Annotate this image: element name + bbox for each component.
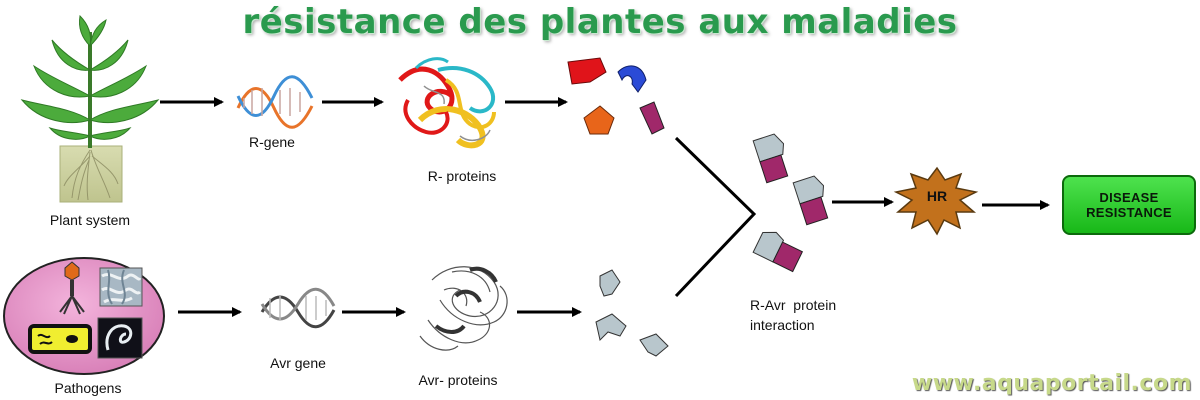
- bacterium-icon: [28, 324, 92, 354]
- avr-shape-1: [599, 269, 621, 297]
- interaction-label-line1: R-Avr protein: [750, 297, 837, 313]
- hr-burst-shape: [893, 166, 979, 236]
- plant-icon: [20, 14, 160, 203]
- r-proteins-label: R- proteins: [427, 168, 497, 184]
- result-label-line1: DISEASE: [1099, 190, 1159, 205]
- result-label-line2: RESISTANCE: [1086, 205, 1172, 220]
- convergence-connector: [674, 136, 757, 298]
- avr-shape-3: [639, 333, 669, 357]
- avr-shape-2: [595, 313, 627, 341]
- avr-gene-dna-icon: [260, 287, 336, 329]
- nematode-icon: [97, 317, 143, 359]
- avr-proteins-label: Avr- proteins: [418, 372, 498, 388]
- r-gene-dna-icon: [236, 75, 314, 129]
- interaction-label-line2: interaction: [750, 317, 815, 333]
- magenta-protein-shape: [639, 101, 665, 135]
- blue-protein-shape: [617, 65, 647, 93]
- r-protein-shapes: [567, 57, 665, 135]
- watermark: www.aquaportail.com: [911, 371, 1192, 396]
- page-title: résistance des plantes aux maladies: [242, 2, 958, 42]
- protein-pair-3: [752, 231, 804, 273]
- disease-resistance-box: DISEASE RESISTANCE: [1062, 175, 1196, 235]
- plant-system-label: Plant system: [49, 212, 131, 228]
- protein-pair-1: [752, 133, 789, 184]
- bacteriophage-icon: [59, 261, 85, 315]
- pathogens-label: Pathogens: [54, 380, 122, 396]
- avr-protein-shapes: [595, 269, 669, 357]
- interacting-protein-pairs: [752, 133, 829, 273]
- r-protein-structure-icon: [398, 57, 496, 149]
- hr-label: HR: [926, 188, 948, 204]
- pathogens-icon: [3, 257, 165, 375]
- protein-pair-2: [792, 175, 829, 226]
- orange-protein-shape: [583, 105, 615, 135]
- avr-protein-structure-icon: [419, 266, 508, 351]
- avr-gene-label: Avr gene: [270, 355, 326, 371]
- fungal-hyphae-icon: [99, 267, 143, 307]
- red-protein-shape: [567, 57, 607, 85]
- r-gene-label: R-gene: [249, 134, 295, 150]
